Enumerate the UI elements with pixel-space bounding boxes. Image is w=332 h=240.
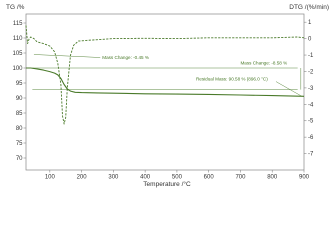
y-left-tick-label: 90 [16,96,23,102]
x-tick-label: 500 [172,175,183,181]
annotation-label: Mass Change: -0.45 % [102,55,149,60]
y-left-tick-label: 80 [16,126,23,132]
dtg-curve [25,25,305,125]
chart-canvas: TG /% DTG /(%/min) Temperature /°C 100 20… [6,4,329,188]
x-axis-title: Temperature /°C [143,180,191,188]
y-left-tick-label: 100 [12,66,23,72]
plot-frame [25,13,305,171]
x-tick-label: 400 [140,175,151,181]
y-right-tick-label: -2 [308,69,314,75]
y-right-tick-label: -5 [308,119,314,125]
y-right-tick-label: -6 [308,135,314,141]
x-tick-label: 100 [45,175,56,181]
y-left-tick-label: 95 [16,81,23,87]
y-right-tick-label: -3 [308,86,314,92]
y-left-tick-label: 70 [16,156,23,162]
annotation-leader [275,81,302,97]
left-axis-title: TG /% [6,4,25,11]
annotation-label: Residual Mass: 90.58 % (896.0 °C) [196,77,268,82]
x-tick-label: 300 [108,175,119,181]
x-tick-label: 200 [77,175,88,181]
y-left-tick-label: 75 [16,141,23,147]
x-tick-label: 700 [235,175,246,181]
y-right-tick-label: -7 [308,152,314,158]
tg-curve [26,67,305,97]
y-right-tick-label: -4 [308,102,314,108]
x-tick-label: 800 [267,175,278,181]
annotation-leader [33,54,101,58]
y-right-tick-label: 0 [308,37,312,43]
annotation-label: Mass Change: -8.58 % [240,60,287,65]
tga-chart: TG /% DTG /(%/min) Temperature /°C 100 20… [6,4,329,188]
x-tick-label: 600 [204,175,215,181]
y-right-tick-label: -1 [308,53,314,59]
y-right-tick-label: 1 [308,20,312,26]
y-left-tick-label: 110 [13,36,23,42]
y-left-tick-label: 85 [16,111,23,117]
y-left-tick-label: 105 [12,51,23,57]
x-tick-label: 900 [299,175,310,181]
y-left-tick-label: 115 [13,21,23,27]
right-axis-title: DTG /(%/min) [289,4,329,11]
